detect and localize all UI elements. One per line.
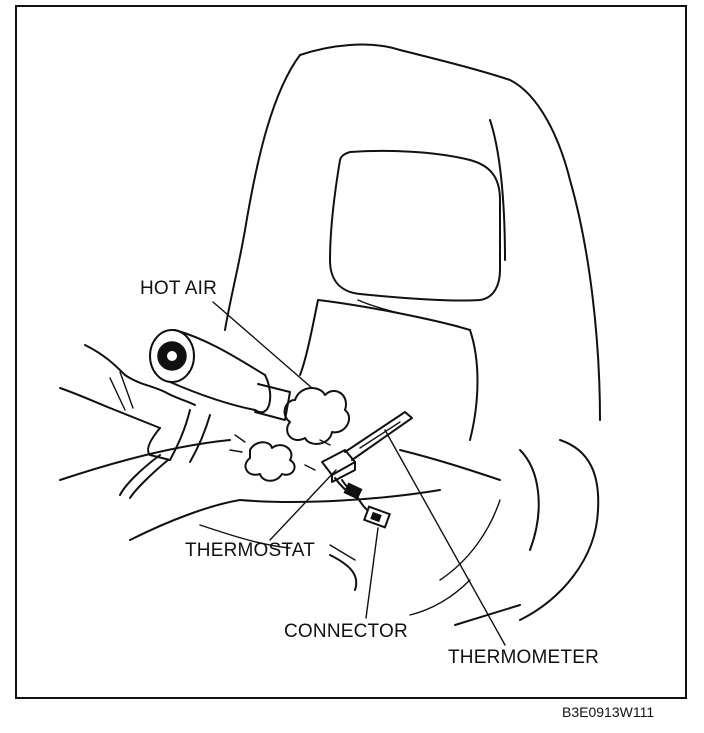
seat-back: [224, 43, 601, 441]
leader-lines: [212, 301, 506, 646]
label-hot-air: HOT AIR: [140, 278, 218, 299]
leader-hot-air: [212, 301, 313, 389]
seat-cushion: [59, 439, 600, 626]
leader-thermostat: [269, 469, 337, 541]
label-connector: CONNECTOR: [284, 621, 408, 642]
thermostat: [321, 449, 356, 483]
thermometer: [344, 411, 413, 461]
figure-code: B3E0913W111: [562, 704, 655, 720]
label-thermometer: THERMOMETER: [448, 647, 600, 668]
leader-connector: [365, 527, 379, 619]
figure-frame: [15, 5, 687, 699]
connector: [334, 477, 392, 529]
arm-with-dryer: [59, 329, 291, 499]
leader-thermometer: [384, 429, 506, 646]
label-thermostat: THERMOSTAT: [185, 540, 316, 561]
hot-air-puff: [229, 387, 351, 482]
